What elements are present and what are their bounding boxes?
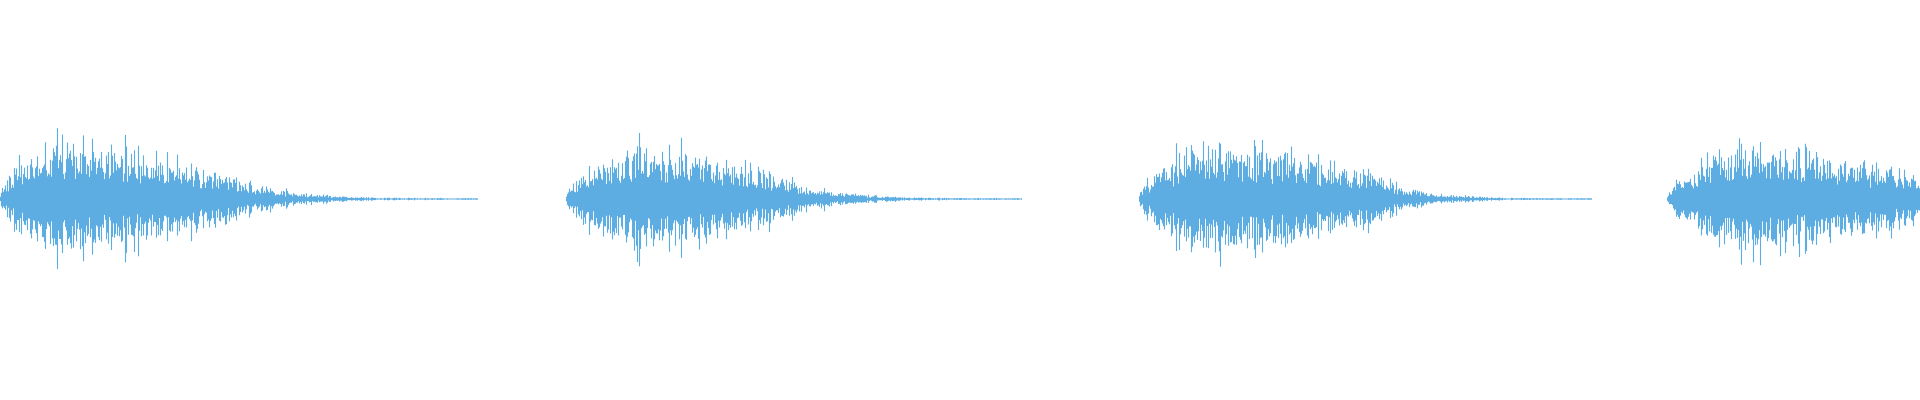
waveform-burst-3 — [1138, 139, 1593, 267]
waveform-burst-2 — [565, 133, 1023, 267]
waveform-bursts — [0, 128, 1920, 269]
waveform-burst-4 — [1666, 138, 1920, 266]
